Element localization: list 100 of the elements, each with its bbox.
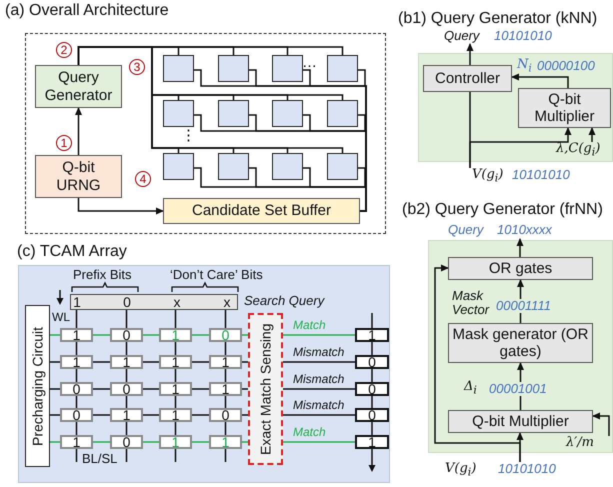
bit-string: 1010xxxx [497,223,552,238]
tcam-array-block [163,100,194,127]
connector-line [242,414,248,416]
tcam-cell: 1 [159,435,192,449]
signal-label: λ′/m [566,436,594,450]
match-output-cell: 0 [355,382,389,396]
bit-value: x [222,295,232,310]
match-output-cell: 1 [355,328,389,342]
connector-line [76,310,78,328]
connector-line [126,422,128,435]
edge-label: Mismatch [293,346,344,360]
process-box: Mask generator (OR gates) [448,323,593,363]
connector-line [143,388,159,390]
connector-line [76,396,78,408]
connector-line [50,441,60,443]
connector-line [93,414,110,416]
bit-string: 10101010 [512,168,570,182]
connector-line [50,388,60,390]
tcam-cell: 1 [60,328,93,342]
panel-title: (b2) Query Generator (frNN) [402,201,603,219]
arrow [516,238,524,257]
bit-value: 1 [72,295,82,310]
connector-line [76,369,78,382]
connector-line [224,310,226,328]
connector-line [242,441,248,443]
tcam-array-block [327,55,358,82]
connector-line [174,396,176,408]
connector-line [126,369,128,382]
connector-line [174,369,176,382]
circuit-block: Precharging Circuit [25,305,50,467]
connector-line [174,422,176,435]
process-box: Q-bit URNG [35,155,122,198]
match-output-cell: 0 [355,355,389,369]
process-box: Q-bit Multiplier [448,410,593,433]
arrow [466,43,474,65]
tcam-array-block [272,153,303,180]
bracket-label: Prefix Bits [73,268,132,282]
connector-line [50,361,60,363]
arrow [434,264,521,462]
connector-line [224,422,226,435]
tcam-array-block [272,55,303,82]
edge-label: Mismatch [293,399,344,412]
tcam-cell: 0 [60,408,93,422]
ellipsis-mark: … [302,55,317,72]
connector-line [283,361,355,363]
bracket-label: ‘Don’t Care’ Bits [170,268,263,282]
tcam-array-block [218,55,249,82]
match-output-cell: 0 [355,408,389,422]
connector-line [224,396,226,408]
connector-line [192,361,209,363]
connector-line [174,310,176,328]
tcam-cell: 1 [209,435,242,449]
connector-line [76,422,78,435]
tcam-cell: 1 [159,408,192,422]
tcam-array-block [327,153,358,180]
connector-line [93,361,110,363]
step-number: 2 [56,42,72,58]
arrow [588,127,596,142]
connector-line [143,414,159,416]
bit-string: Query [448,223,484,238]
connector-line [143,361,159,363]
arrow [469,127,572,168]
tcam-array-block [163,153,194,180]
connector-line [192,414,209,416]
signal-label: V(g$_{i}$) [445,462,476,478]
signal-label: WL [52,311,70,324]
signal-label: N$_{i}$ [517,58,532,74]
buffer-box: Candidate Set Buffer [163,198,360,224]
panel-title: (b1) Query Generator (kNN) [398,10,598,28]
tcam-cell: 0 [60,382,93,396]
signal-label: Query [444,29,480,44]
connector-line [50,414,60,416]
match-output-cell: 1 [355,435,389,449]
bit-string: 00001111 [494,299,553,314]
connector-line [143,334,159,336]
connector-line [192,388,209,390]
connector-line [283,334,355,336]
step-number: 4 [135,171,151,187]
edge-label: Mismatch [293,373,344,386]
connector-line [93,388,110,390]
tcam-cell: 0 [209,408,242,422]
arrow [511,74,569,88]
tcam-cell: 1 [159,328,192,342]
bit-string: 00000100 [537,59,595,74]
search-query-bar [70,294,238,310]
tcam-cell: 0 [110,328,143,342]
signal-label: λ,C(g$_{i}$) [556,142,600,158]
arrow [75,107,82,155]
signal-label: Mask Vector [452,289,490,318]
process-box: OR gates [448,257,593,280]
bit-string: 10101010 [494,29,552,44]
tcam-cell: 1 [159,355,192,369]
signal-label: V(g$_{i}$) [472,168,504,184]
tcam-cell: 1 [209,382,242,396]
connector-line [126,396,128,408]
bit-string: 10101010 [498,462,556,476]
tcam-cell: 1 [159,382,192,396]
tcam-array-block [272,100,303,127]
panel-title: (c) TCAM Array [17,243,127,261]
connector-line [78,46,344,153]
